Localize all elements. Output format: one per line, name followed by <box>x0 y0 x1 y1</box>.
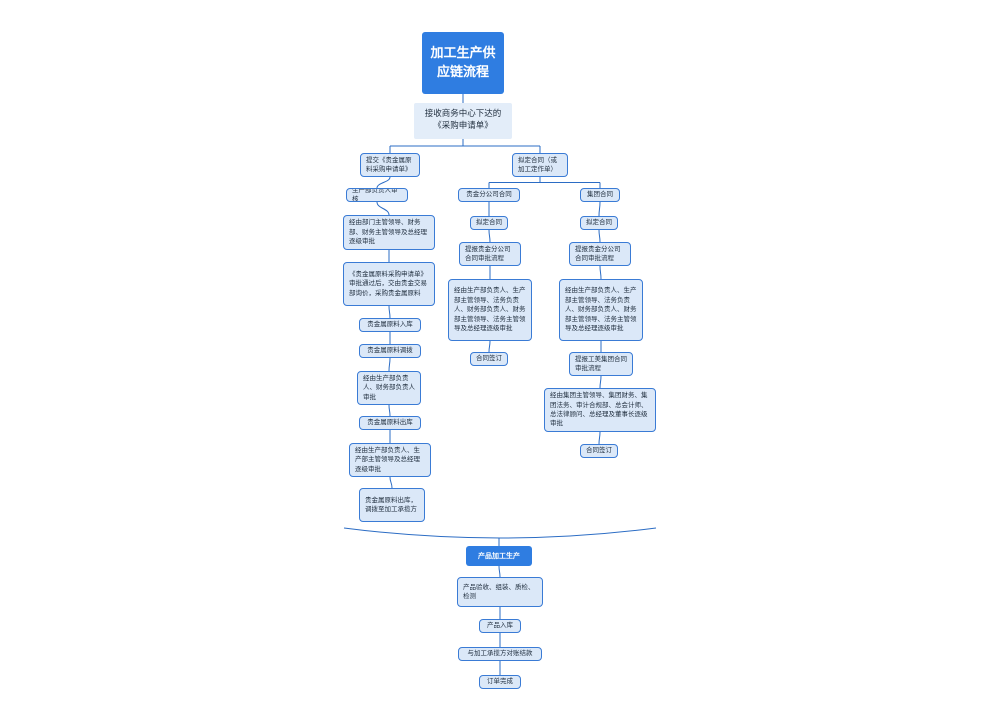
production-step-0[interactable]: 产品验收、组装、质检、检测 <box>457 577 543 607</box>
mid-step-1-label: 拟定合同 <box>476 218 502 227</box>
left-step-8-label: 经由生产部负责人、生产部主管领导及总经理逐级审批 <box>355 445 420 473</box>
mid-step-4-label: 合同签订 <box>476 354 502 363</box>
left-step-0[interactable]: 提交《贵金属原料采购申请单》 <box>360 153 420 177</box>
connector-line <box>376 201 390 216</box>
mid-step-0-label: 贵金分公司合同 <box>466 190 512 199</box>
left-step-9[interactable]: 贵金属原料出库，调拨至加工承揽方 <box>359 488 425 522</box>
left-step-1[interactable]: 生产部负责人审核 <box>346 188 408 202</box>
left-step-4-label: 贵金属原料入库 <box>367 320 413 329</box>
right-step-6[interactable]: 合同签订 <box>580 444 618 458</box>
production-step-1[interactable]: 产品入库 <box>479 619 521 633</box>
left-step-5-label: 贵金属原料调拨 <box>367 346 413 355</box>
production-step-2[interactable]: 与加工承揽方对账结款 <box>458 647 542 661</box>
mid-step-3[interactable]: 经由生产部负责人、生产部主管领导、法务负责人、财务部负责人、财务部主管领导、法务… <box>448 279 532 341</box>
right-step-5[interactable]: 经由集团主管领导、集团财务、集团法务、审计合规部、总会计师、总法律顾问、总经理及… <box>544 388 656 432</box>
root-node[interactable]: 加工生产供应链流程 <box>422 32 504 94</box>
mid-step-0[interactable]: 贵金分公司合同 <box>458 188 520 202</box>
mid-step-2[interactable]: 提报贵金分公司合同审批流程 <box>459 242 521 266</box>
connector-line <box>389 476 393 489</box>
production-step-1-label: 产品入库 <box>487 621 513 630</box>
connector-line <box>598 431 601 445</box>
root-label: 加工生产供应链流程 <box>430 45 496 81</box>
production-step-3-label: 订单完成 <box>487 677 513 686</box>
left-step-8[interactable]: 经由生产部负责人、生产部主管领导及总经理逐级审批 <box>349 443 431 477</box>
connector-line <box>488 229 491 243</box>
connector-line <box>598 201 601 217</box>
left-step-6[interactable]: 经由生产部负责人、财务部负责人审批 <box>357 371 421 405</box>
connector-line <box>598 229 601 243</box>
mid-step-3-label: 经由生产部负责人、生产部主管领导、法务负责人、财务部负责人、财务部主管领导、法务… <box>454 286 526 333</box>
right-step-5-label: 经由集团主管领导、集团财务、集团法务、审计合规部、总会计师、总法律顾问、总经理及… <box>550 391 648 428</box>
connector-line <box>599 265 602 280</box>
request-label: 接收商务中心下达的《采购申请单》 <box>424 109 502 131</box>
left-step-2[interactable]: 经由部门主管领导、财务部、财务主管领导及总经理逐级审批 <box>343 215 435 250</box>
right-step-4-label: 提报工美集团合同审批流程 <box>575 354 627 372</box>
connector-line <box>343 527 657 539</box>
production-node[interactable]: 产品加工生产 <box>466 546 532 566</box>
left-step-4[interactable]: 贵金属原料入库 <box>359 318 421 332</box>
right-step-1-label: 拟定合同 <box>586 218 612 227</box>
left-step-1-label: 生产部负责人审核 <box>352 188 398 202</box>
connector-line <box>498 565 501 578</box>
connector-line <box>388 357 391 372</box>
production-label: 产品加工生产 <box>478 551 520 560</box>
right-step-6-label: 合同签订 <box>586 446 612 455</box>
mid-step-2-label: 提报贵金分公司合同审批流程 <box>465 244 511 262</box>
production-step-2-label: 与加工承揽方对账结款 <box>467 649 533 658</box>
left-step-3[interactable]: 《贵金属原料采购申请单》审批通过后，交由贵金交易部询价，采购贵金属原料 <box>343 262 435 306</box>
left-step-3-label: 《贵金属原料采购申请单》审批通过后，交由贵金交易部询价，采购贵金属原料 <box>349 269 427 297</box>
mid-step-4[interactable]: 合同签订 <box>470 352 508 366</box>
contract-node[interactable]: 拟定合同（或加工定作单） <box>512 153 568 177</box>
mid-step-1[interactable]: 拟定合同 <box>470 216 508 230</box>
right-step-1[interactable]: 拟定合同 <box>580 216 618 230</box>
left-step-7-label: 贵金属原料出库 <box>367 418 413 427</box>
left-step-9-label: 贵金属原料出库，调拨至加工承揽方 <box>365 495 417 513</box>
right-step-0[interactable]: 集团合同 <box>580 188 620 202</box>
connector-line <box>488 340 491 353</box>
production-step-0-label: 产品验收、组装、质检、检测 <box>463 582 535 600</box>
connector-line <box>599 375 602 389</box>
right-step-2[interactable]: 提报贵金分公司合同审批流程 <box>569 242 631 266</box>
connector-line <box>376 176 391 189</box>
right-step-2-label: 提报贵金分公司合同审批流程 <box>575 244 621 262</box>
right-step-3[interactable]: 经由生产部负责人、生产部主管领导、法务负责人、财务部负责人、财务部主管领导、法务… <box>559 279 643 341</box>
left-step-5[interactable]: 贵金属原料调拨 <box>359 344 421 358</box>
connector-line <box>388 404 391 417</box>
request-node[interactable]: 接收商务中心下达的《采购申请单》 <box>414 103 512 139</box>
left-step-6-label: 经由生产部负责人、财务部负责人审批 <box>363 373 415 401</box>
right-step-3-label: 经由生产部负责人、生产部主管领导、法务负责人、财务部负责人、财务部主管领导、法务… <box>565 286 637 333</box>
left-step-2-label: 经由部门主管领导、财务部、财务主管领导及总经理逐级审批 <box>349 218 427 246</box>
right-step-4[interactable]: 提报工美集团合同审批流程 <box>569 352 633 376</box>
left-step-0-label: 提交《贵金属原料采购申请单》 <box>366 155 412 173</box>
connector-line <box>388 305 391 319</box>
production-step-3[interactable]: 订单完成 <box>479 675 521 689</box>
right-step-0-label: 集团合同 <box>587 190 613 199</box>
left-step-7[interactable]: 贵金属原料出库 <box>359 416 421 430</box>
contract-label: 拟定合同（或加工定作单） <box>518 155 557 173</box>
